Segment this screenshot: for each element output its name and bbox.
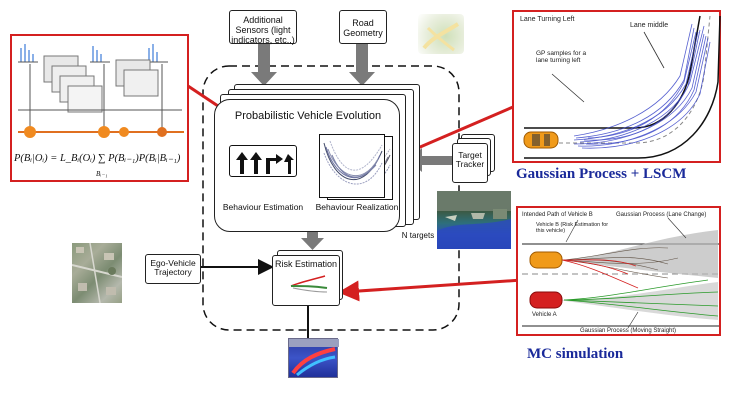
behaviour-realization-label: Behaviour Realization [315,202,399,212]
formula-panel: P(Bᵢ|Oᵢ) = L_Bᵢ(Oᵢ) ∑ P(Bᵢ₋₁)P(Bᵢ|Bᵢ₋₁) … [10,34,189,182]
behaviour-realization-plot-front [319,134,385,198]
target-tracker-box: Target Tracker [452,143,488,183]
risk-estimation-label: Risk Estimation [274,259,337,269]
gp-moving-straight-label: Gaussian Process (Moving Straight) [580,328,677,334]
turn-arrows-icon [229,145,297,177]
additional-sensors-box: Additional Sensors (light indicators, et… [229,10,297,45]
pve-title: Probabilistic Vehicle Evolution [234,110,382,122]
target-tracker-label: Target Tracker [455,150,485,170]
tracker-camera-image [437,191,511,249]
gp-lane-plot [523,15,721,159]
road-down-arrow [349,44,375,86]
ego-vehicle-box: Ego-Vehicle Trajectory [145,254,201,284]
lane-middle-label: Lane middle [630,22,669,29]
pve-down-arrow [301,220,324,250]
additional-sensors-label: Additional Sensors (light indicators, et… [231,15,295,45]
risk-mini-plot [290,275,328,293]
ego-vehicle-label: Ego-Vehicle Trajectory [150,258,196,278]
n-targets-dashed-boundary [202,65,460,331]
road-geometry-box: Road Geometry [339,10,387,44]
vehicle-b-label: Vehicle B (Risk Estimation for this vehi… [536,222,609,235]
vehicle-a-label: Vehicle A [532,312,557,318]
risk-estimation-box: Risk Estimation [272,255,340,306]
gp-lane-change-label: Gaussian Process (Lane Change) [616,212,707,218]
pve-main-box: Probabilistic Vehicle Evolution Behaviou… [214,99,400,232]
mc-caption: MC simulation [527,346,624,362]
gp-samples-label: GP samples for a lane turning left [536,50,587,65]
mc-panel: Intended Path of Vehicle B Vehicle B (Ri… [516,206,721,336]
intended-path-label: Intended Path of Vehicle B [522,212,593,218]
bayes-formula: P(Bᵢ|Oᵢ) = L_Bᵢ(Oᵢ) ∑ P(Bᵢ₋₁)P(Bᵢ|Bᵢ₋₁) [14,153,181,164]
n-targets-label: N targets [401,231,435,240]
gp-caption: Gaussian Process + LSCM [516,166,687,182]
satellite-thumbnail [72,243,122,303]
road-geometry-label: Road Geometry [343,18,383,38]
mc-simulation-plot [522,217,719,329]
lane-turning-left-label: Lane Turning Left [520,16,575,23]
bayes-network-figure [18,44,184,138]
sensors-down-arrow [251,44,277,86]
bayes-formula-subscript: Bᵢ₋₁ [96,170,108,178]
behaviour-estimation-label: Behaviour Estimation [222,202,304,212]
road-map-thumbnail [418,14,464,54]
risk-output-image [288,338,339,378]
gp-panel: Lane Turning Left Lane middle GP samples… [512,10,721,163]
red-arrow-mc [338,278,523,302]
